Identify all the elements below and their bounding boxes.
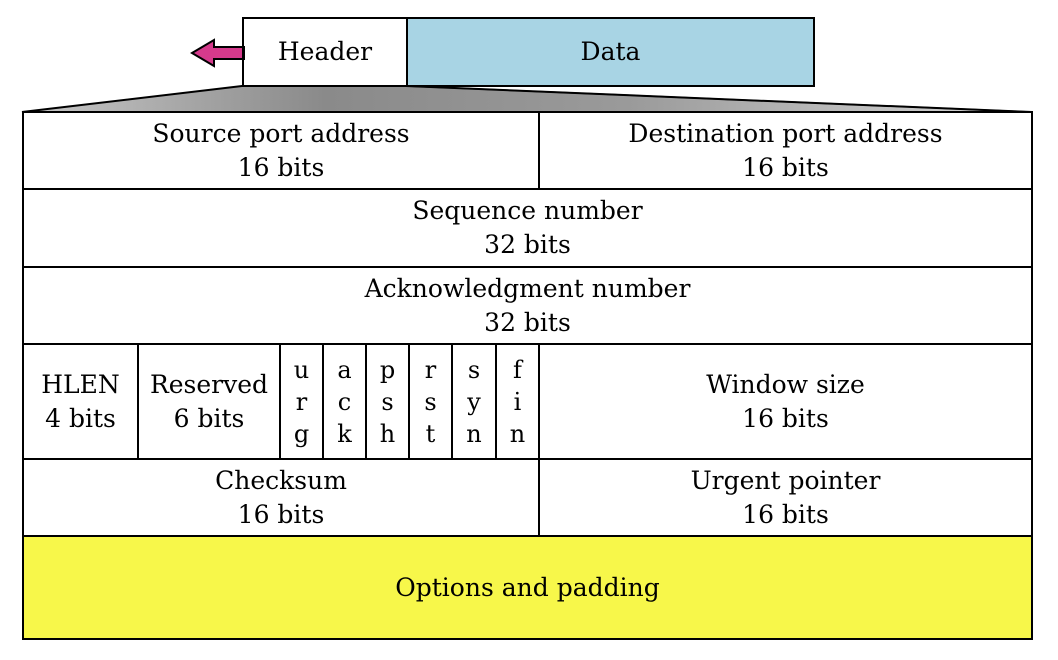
field-options-padding: Options and padding — [24, 537, 1031, 638]
segment-data-box: Data — [406, 17, 815, 87]
flag-letter: n — [466, 419, 482, 448]
flag-psh: p s h — [367, 345, 408, 458]
row-divider — [22, 458, 1033, 460]
field-size: 16 bits — [237, 152, 325, 182]
flag-letter: r — [295, 387, 308, 416]
flag-letter: u — [293, 355, 310, 384]
column-divider — [137, 343, 139, 459]
flag-letter: s — [424, 387, 437, 416]
field-hlen: HLEN 4 bits — [24, 345, 137, 458]
flag-letter: c — [337, 387, 352, 416]
field-size: 16 bits — [742, 403, 829, 433]
segment-header-box: Header — [242, 17, 408, 87]
row-divider — [22, 188, 1033, 190]
flag-letter: y — [467, 387, 481, 416]
flag-ack: a c k — [324, 345, 365, 458]
field-name: HLEN — [41, 369, 120, 399]
field-name: Sequence number — [412, 196, 643, 225]
left-arrow-icon — [190, 38, 245, 68]
row-divider — [22, 535, 1033, 537]
field-urgent-pointer: Urgent pointer 16 bits — [540, 460, 1031, 535]
field-size: 32 bits — [484, 307, 571, 337]
column-divider — [538, 111, 540, 189]
field-checksum: Checksum 16 bits — [24, 460, 538, 535]
field-size: 16 bits — [742, 499, 829, 529]
field-sequence-number: Sequence number 32 bits — [24, 190, 1031, 266]
field-size: 16 bits — [237, 499, 325, 529]
field-name: Window size — [706, 369, 865, 399]
flag-letter: r — [424, 355, 437, 384]
field-name: Destination port address — [628, 118, 943, 148]
field-name: Source port address — [152, 118, 410, 148]
flag-letter: i — [513, 387, 522, 416]
row-divider — [22, 266, 1033, 268]
column-divider — [279, 343, 281, 459]
field-name: Urgent pointer — [690, 465, 881, 495]
field-name: Reserved — [149, 369, 269, 399]
flag-fin: f i n — [497, 345, 538, 458]
flag-letter: n — [509, 419, 526, 448]
column-divider — [495, 343, 497, 459]
flag-syn: s y n — [453, 345, 495, 458]
flag-urg: u r g — [281, 345, 322, 458]
segment-data-label: Data — [580, 37, 641, 66]
field-source-port: Source port address 16 bits — [24, 113, 538, 188]
flag-letter: p — [379, 355, 396, 384]
flag-letter: k — [337, 419, 352, 448]
expansion-funnel — [21, 85, 1033, 113]
field-name: Checksum — [215, 465, 347, 495]
row-divider — [22, 343, 1033, 345]
field-acknowledgment-number: Acknowledgment number 32 bits — [24, 268, 1031, 343]
flag-letter: s — [381, 387, 394, 416]
field-size: 6 bits — [173, 403, 245, 433]
flag-letter: f — [513, 355, 522, 384]
segment-header-label: Header — [277, 37, 373, 66]
column-divider — [538, 343, 540, 536]
column-divider — [408, 343, 410, 459]
field-size: 32 bits — [484, 230, 571, 259]
column-divider — [451, 343, 453, 459]
flag-letter: a — [337, 355, 352, 384]
field-window-size: Window size 16 bits — [540, 345, 1031, 458]
field-reserved: Reserved 6 bits — [139, 345, 279, 458]
field-size: 16 bits — [742, 152, 829, 182]
field-size: 4 bits — [45, 403, 116, 433]
tcp-header-table — [22, 111, 1033, 640]
flag-letter: g — [293, 419, 310, 448]
field-name: Acknowledgment number — [364, 273, 691, 303]
field-destination-port: Destination port address 16 bits — [540, 113, 1031, 188]
field-name: Options and padding — [395, 572, 660, 602]
column-divider — [365, 343, 367, 459]
flag-letter: h — [379, 419, 396, 448]
flag-letter: t — [425, 419, 436, 448]
flag-rst: r s t — [410, 345, 451, 458]
column-divider — [322, 343, 324, 459]
flag-letter: s — [467, 355, 481, 384]
